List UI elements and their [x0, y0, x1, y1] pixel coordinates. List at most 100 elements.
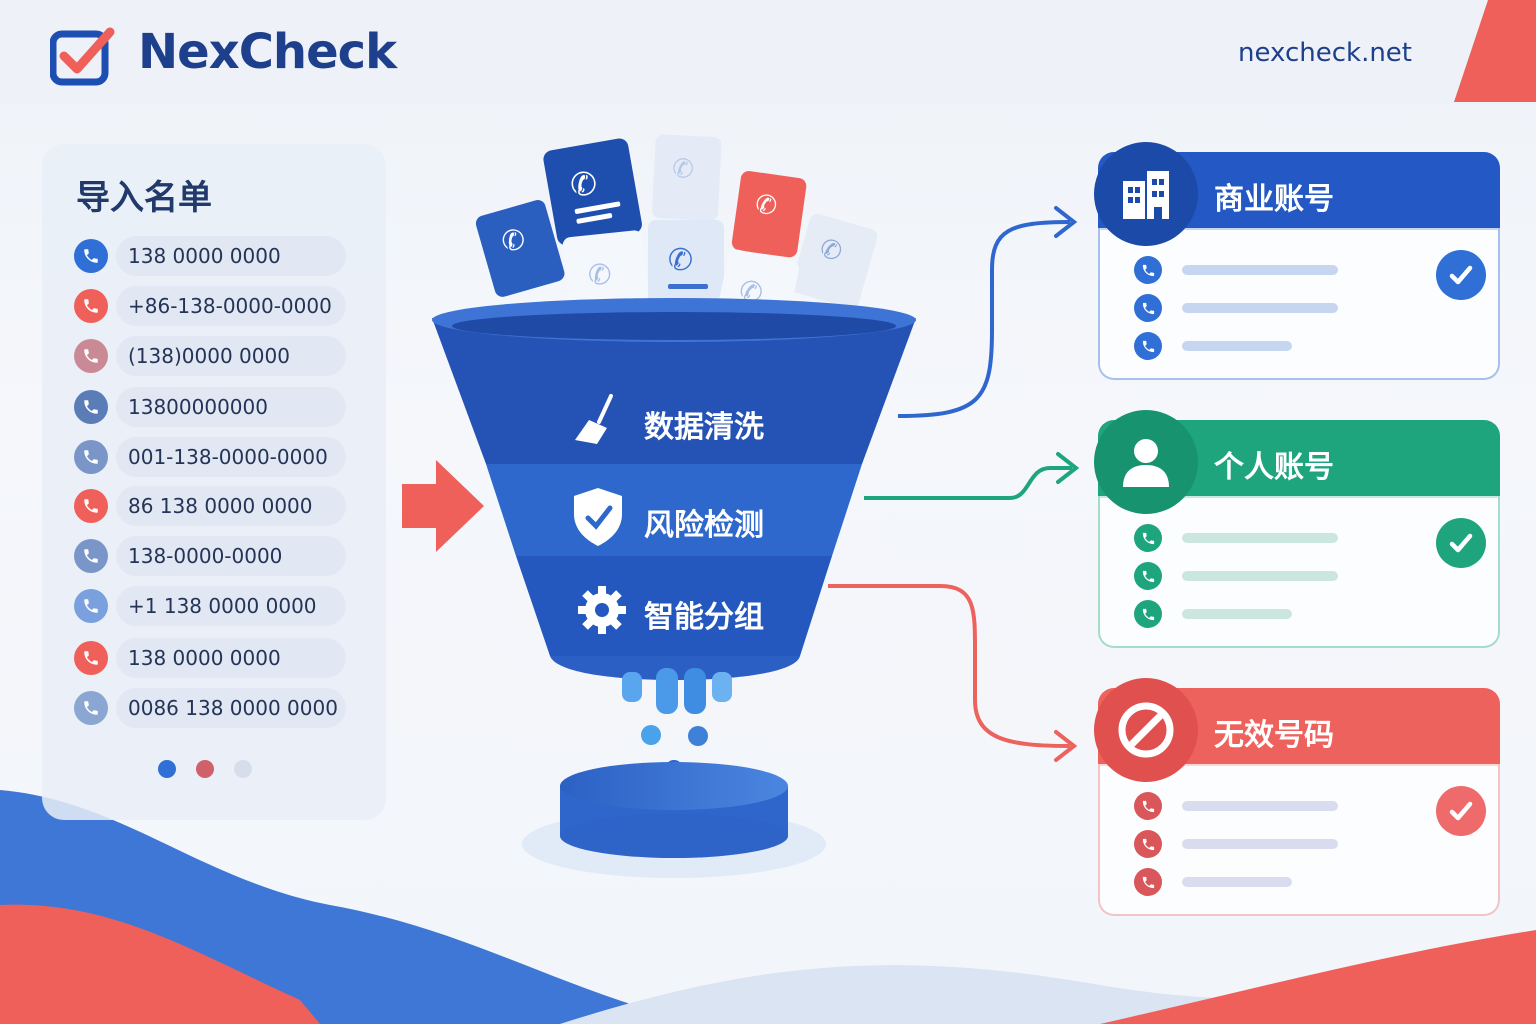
result-card-invalid[interactable]: 无效号码 [1094, 678, 1500, 916]
phone-icon [74, 339, 108, 373]
phone-list-item[interactable]: +86-138-0000-0000 [74, 286, 354, 326]
result-card-personal[interactable]: 个人账号 [1094, 410, 1500, 648]
phone-list-item[interactable]: 86 138 0000 0000 [74, 486, 354, 526]
placeholder-line [1182, 533, 1338, 543]
phone-number: +86-138-0000-0000 [128, 294, 332, 318]
processing-funnel: ✆ ✆ ✆ ✆ ✆ ✆ ✆ ✆ [432, 134, 916, 878]
phone-number: 86 138 0000 0000 [128, 494, 313, 518]
phone-number: (138)0000 0000 [128, 344, 290, 368]
header-bar: NexCheck nexcheck.net [0, 0, 1536, 104]
phone-list-item[interactable]: (138)0000 0000 [74, 336, 354, 376]
placeholder-line [1182, 303, 1338, 313]
placeholder-line [1182, 801, 1338, 811]
placeholder-line [1182, 839, 1338, 849]
card-body [1098, 496, 1500, 648]
phone-number: 138 0000 0000 [128, 646, 281, 670]
phone-icon [1134, 294, 1162, 322]
site-url[interactable]: nexcheck.net [1238, 38, 1413, 68]
card-entry [1134, 792, 1344, 820]
phone-icon [74, 289, 108, 323]
import-list-panel: 导入名单 138 0000 0000 +86-138-0000-0000 (138)… [42, 144, 386, 820]
phone-icon [1134, 256, 1162, 284]
phone-icon [1134, 524, 1162, 552]
svg-text:✆: ✆ [586, 257, 613, 292]
phone-icon [74, 539, 108, 573]
svg-text:✆: ✆ [671, 154, 694, 185]
check-circle-icon [1436, 786, 1486, 836]
phone-list-item[interactable]: 138 0000 0000 [74, 236, 354, 276]
phone-list-item[interactable]: 0086 138 0000 0000 [74, 688, 354, 728]
card-entry [1134, 256, 1344, 284]
checkbox-icon [50, 27, 115, 86]
phone-icon [74, 239, 108, 273]
card-entry [1134, 332, 1344, 360]
arrow-right-icon [402, 460, 484, 552]
phone-number: 0086 138 0000 0000 [128, 696, 338, 720]
phone-icon [1134, 600, 1162, 628]
phone-list-item[interactable]: 13800000000 [74, 387, 354, 427]
placeholder-line [1182, 341, 1292, 351]
brand-name: NexCheck [138, 24, 397, 80]
pagination-dot[interactable] [234, 760, 252, 778]
svg-text:✆: ✆ [567, 163, 600, 205]
phone-list-item[interactable]: 138 0000 0000 [74, 638, 354, 678]
pagination-dot[interactable] [158, 760, 176, 778]
result-card-business[interactable]: 商业账号 [1094, 142, 1500, 380]
placeholder-line [1182, 571, 1338, 581]
card-body [1098, 228, 1500, 380]
phone-pill [116, 688, 346, 728]
card-body [1098, 764, 1500, 916]
phone-icon [74, 440, 108, 474]
phone-list-item[interactable]: 138-0000-0000 [74, 536, 354, 576]
card-title: 商业账号 [1214, 182, 1334, 217]
card-title: 个人账号 [1214, 450, 1334, 485]
card-entry [1134, 830, 1344, 858]
building-icon [1094, 142, 1198, 246]
phone-pill [116, 638, 346, 678]
check-circle-icon [1436, 250, 1486, 300]
card-entry [1134, 524, 1344, 552]
shield-check-icon [574, 488, 622, 546]
phone-icon [1134, 332, 1162, 360]
svg-text:✆: ✆ [668, 243, 693, 278]
phone-icon [1134, 830, 1162, 858]
placeholder-line [1182, 877, 1292, 887]
stage-label-cleaning: 数据清洗 [644, 410, 764, 445]
corner-accent [1454, 0, 1536, 102]
card-entry [1134, 562, 1344, 590]
person-icon [1094, 410, 1198, 514]
stage-label-grouping: 智能分组 [644, 600, 764, 635]
stage-label-risk: 风险检测 [644, 508, 764, 543]
panel-title: 导入名单 [76, 178, 212, 218]
phone-icon [1134, 868, 1162, 896]
card-entry [1134, 868, 1344, 896]
phone-icon [1134, 792, 1162, 820]
phone-icon [74, 489, 108, 523]
card-entry [1134, 600, 1344, 628]
phone-pill [116, 437, 346, 477]
phone-number: 13800000000 [128, 395, 268, 419]
phone-pill [116, 486, 346, 526]
phone-list-item[interactable]: +1 138 0000 0000 [74, 586, 354, 626]
phone-pill [116, 387, 346, 427]
phone-icon [74, 589, 108, 623]
phone-number: +1 138 0000 0000 [128, 594, 317, 618]
placeholder-line [1182, 609, 1292, 619]
prohibited-icon [1094, 678, 1198, 782]
pagination-dot[interactable] [196, 760, 214, 778]
phone-list-item[interactable]: 001-138-0000-0000 [74, 437, 354, 477]
phone-pill [116, 236, 346, 276]
phone-icon [1134, 562, 1162, 590]
phone-icon [74, 691, 108, 725]
broom-icon [575, 394, 613, 444]
phone-number: 001-138-0000-0000 [128, 445, 328, 469]
phone-icon [74, 390, 108, 424]
phone-pill [116, 586, 346, 626]
phone-pill [116, 536, 346, 576]
svg-text:✆: ✆ [753, 189, 779, 222]
placeholder-line [1182, 265, 1338, 275]
card-title: 无效号码 [1214, 718, 1334, 753]
check-circle-icon [1436, 518, 1486, 568]
